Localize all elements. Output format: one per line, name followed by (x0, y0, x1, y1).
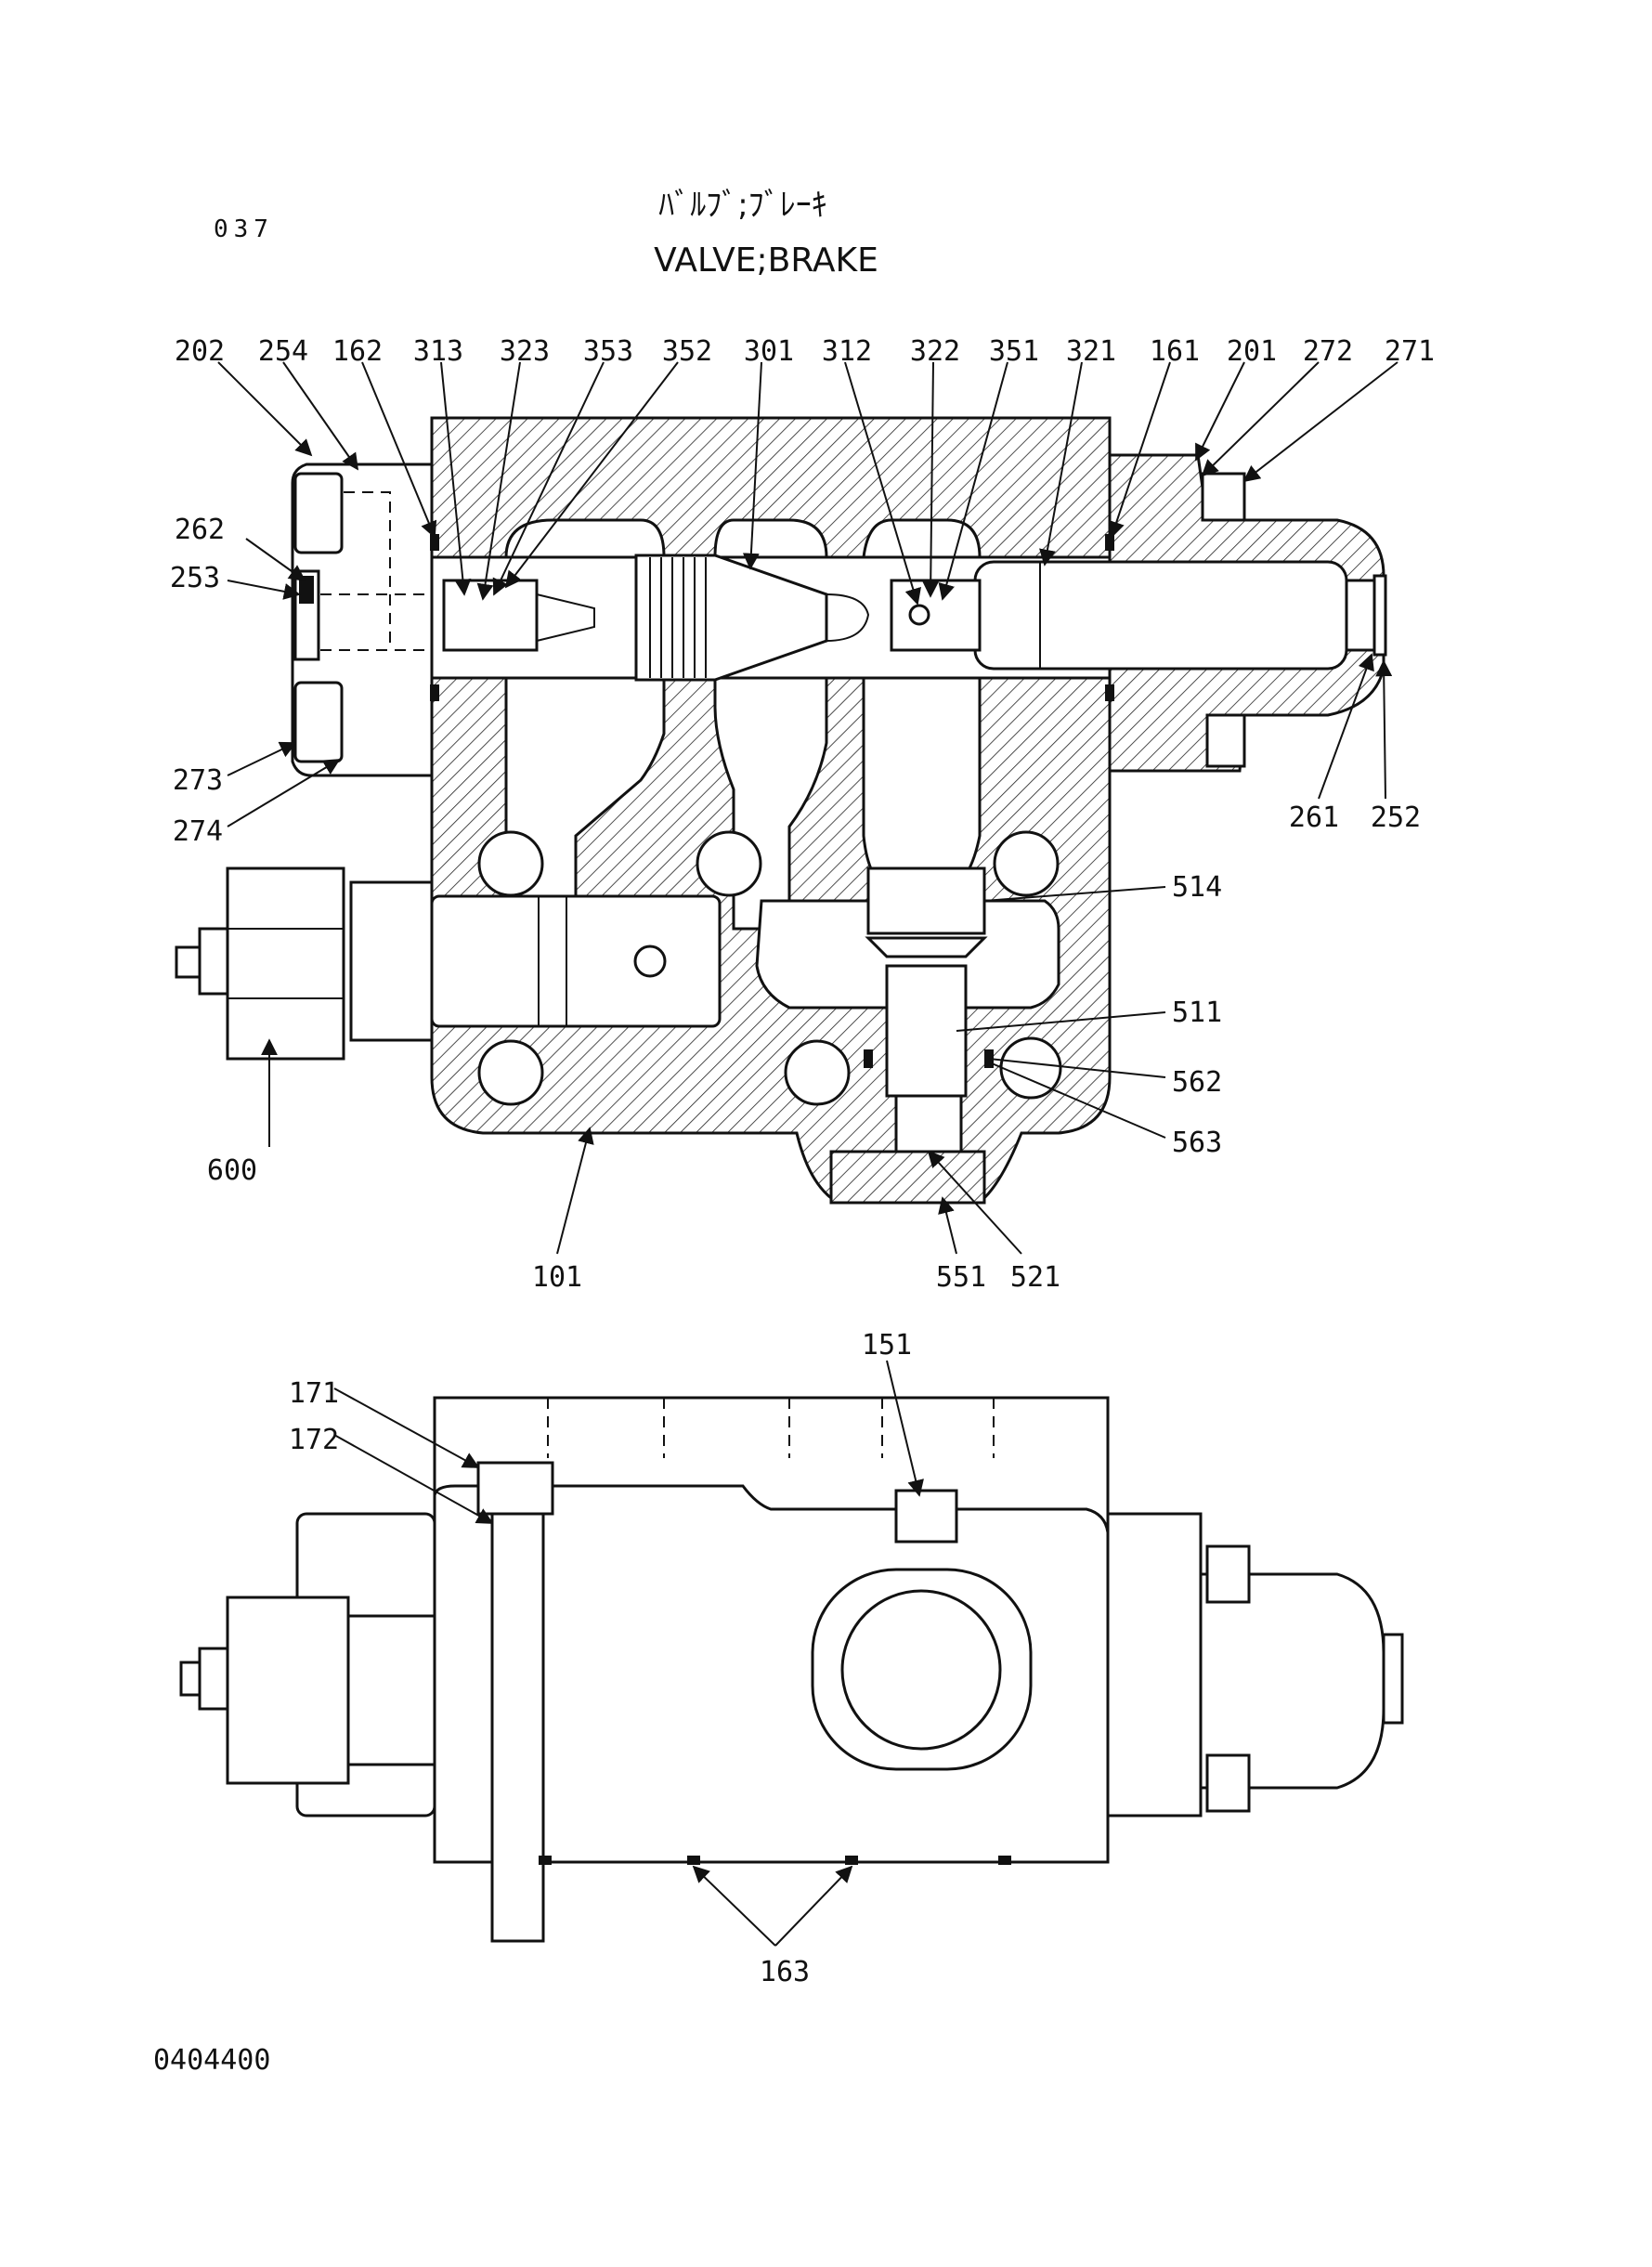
callout-262: 262 (175, 514, 225, 546)
plan-solenoid-stub (198, 1647, 229, 1711)
o-ring-161-top (1105, 534, 1114, 551)
callouts: 202 254 162 313 323 353 352 301 312 322 … (170, 335, 1435, 1988)
bolt-head-273 (293, 681, 344, 763)
callout-161: 161 (1150, 335, 1200, 368)
callout-551: 551 (936, 1261, 986, 1294)
poppet-313 (442, 579, 539, 652)
callout-511: 511 (1172, 997, 1222, 1029)
bolt-head-171 (476, 1461, 554, 1516)
callout-312: 312 (822, 335, 872, 368)
mount-hole-4 (477, 1039, 544, 1106)
callout-563: 563 (1172, 1127, 1222, 1159)
poppet-312 (890, 579, 982, 652)
page-number: 037 (214, 215, 274, 243)
callout-101: 101 (532, 1261, 582, 1294)
callout-273: 273 (173, 764, 223, 797)
callout-322: 322 (910, 335, 960, 368)
bolt-head-lower-right (1205, 713, 1246, 768)
callout-162: 162 (332, 335, 383, 368)
plan-solenoid-nut (346, 1614, 436, 1766)
callout-261: 261 (1289, 801, 1339, 834)
callout-271: 271 (1385, 335, 1435, 368)
plan-end-plug (1382, 1633, 1404, 1725)
piston-321 (973, 560, 1348, 671)
callout-274: 274 (173, 815, 223, 848)
callout-201: 201 (1227, 335, 1277, 368)
callout-321: 321 (1066, 335, 1116, 368)
seal-252 (1372, 574, 1387, 657)
seal-262 (299, 576, 314, 604)
callout-151: 151 (862, 1329, 912, 1362)
plan-right-cap (1106, 1512, 1203, 1818)
mount-hole-2 (696, 830, 762, 897)
o-ring-163-d (998, 1856, 1011, 1865)
mount-hole-3 (993, 830, 1060, 897)
bolt-shank-172 (490, 1512, 545, 1943)
seat-352 (826, 593, 870, 642)
leader-lines (217, 361, 1398, 1947)
port-bore (840, 1589, 1002, 1751)
callout-352: 352 (662, 335, 712, 368)
page-title: VALVE;BRAKE (654, 241, 878, 280)
spool-grooves (649, 557, 707, 678)
plan-solenoid-tip (179, 1661, 202, 1697)
callout-254: 254 (258, 335, 308, 368)
plan-bolt-right-bot (1205, 1753, 1251, 1813)
callout-171: 171 (289, 1377, 339, 1410)
plan-solenoid-body (226, 1596, 350, 1785)
callout-353: 353 (583, 335, 633, 368)
o-ring-162-bot (430, 684, 439, 701)
drawing-number: 0404400 (153, 2044, 270, 2077)
plan-bolt-right-top (1205, 1544, 1251, 1604)
poppet-tip-323 (536, 593, 595, 642)
plan-view (179, 1396, 1404, 1943)
check-ball-322 (908, 604, 930, 626)
callout-253: 253 (170, 562, 220, 594)
bolt-head-272 (1201, 472, 1246, 522)
plug-151 (894, 1489, 958, 1544)
mount-hole-1 (477, 830, 544, 897)
o-ring-163-b (687, 1856, 700, 1865)
plug-551 (829, 1150, 986, 1205)
o-ring-163-a (539, 1856, 552, 1865)
callout-323: 323 (500, 335, 550, 368)
callout-301: 301 (744, 335, 794, 368)
o-ring-163-c (845, 1856, 858, 1865)
bolt-head-254 (293, 472, 344, 554)
callout-252: 252 (1371, 801, 1421, 834)
callout-163: 163 (760, 1956, 810, 1988)
callout-202: 202 (175, 335, 225, 368)
callout-600: 600 (207, 1154, 257, 1187)
hidden-bore-left (320, 491, 432, 651)
callout-172: 172 (289, 1424, 339, 1456)
o-ring-161-bot (1105, 684, 1114, 701)
o-ring-162-top (430, 534, 439, 551)
callout-351: 351 (989, 335, 1039, 368)
title-katakana: ﾊﾞﾙﾌﾞ;ﾌﾞﾚｰｷ (658, 187, 826, 224)
plug-253 (293, 569, 320, 661)
callout-562: 562 (1172, 1066, 1222, 1099)
callout-521: 521 (1010, 1261, 1060, 1294)
callout-313: 313 (413, 335, 463, 368)
mount-hole-5 (784, 1039, 851, 1106)
plug-261 (1345, 579, 1376, 652)
solenoid-600 (175, 866, 722, 1061)
callout-272: 272 (1303, 335, 1353, 368)
section-view (175, 416, 1387, 1205)
callout-514: 514 (1172, 871, 1222, 904)
